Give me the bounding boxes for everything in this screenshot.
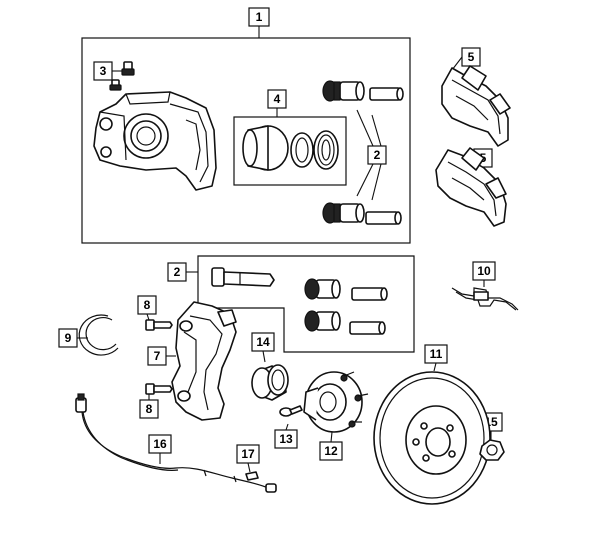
callout-4: 4 <box>267 89 287 109</box>
caliper-bolt-lower <box>145 383 173 395</box>
callout-10: 10 <box>472 261 496 281</box>
brake-pad-lower <box>435 147 507 227</box>
guide-pin-sleeve-upper-2 <box>365 211 402 225</box>
piston-boot <box>313 130 339 170</box>
callout-4-label: 4 <box>274 92 281 106</box>
callout-11-label: 11 <box>430 347 443 361</box>
wheel-stud <box>279 405 303 417</box>
callout-9-label: 9 <box>65 331 72 345</box>
callout-8-upper: 8 <box>137 295 157 315</box>
callout-2-lower: 2 <box>167 262 187 282</box>
caliper-piston <box>242 125 289 171</box>
callout-8-lower-label: 8 <box>146 402 153 416</box>
wheel-hub <box>303 371 369 433</box>
callout-9: 9 <box>58 328 78 348</box>
callout-2-lower-label: 2 <box>174 265 181 279</box>
callout-8-upper-label: 8 <box>144 298 151 312</box>
piston-seal <box>290 132 314 168</box>
callout-3-label: 3 <box>100 64 107 78</box>
piston-seal-frame <box>233 116 347 186</box>
callout-3: 3 <box>93 61 113 81</box>
callout-8-lower: 8 <box>139 399 159 419</box>
bleeder-screw <box>109 61 135 91</box>
guide-pin-sleeve-upper-1 <box>369 87 404 101</box>
callout-7: 7 <box>147 346 167 366</box>
caliper-housing <box>93 91 217 191</box>
callout-1: 1 <box>248 7 270 27</box>
callout-16-label: 16 <box>153 437 167 451</box>
callout-12-label: 12 <box>324 444 338 458</box>
callout-1-label: 1 <box>256 10 263 24</box>
guide-pin-bushing-lower-2 <box>304 310 341 332</box>
callout-14: 14 <box>251 332 275 352</box>
hub-nut <box>479 439 505 461</box>
callout-5-upper-label: 5 <box>468 50 475 64</box>
callout-11: 11 <box>424 344 448 364</box>
caliper-bolt-upper <box>145 319 173 331</box>
caliper-kit-frame <box>81 37 411 244</box>
guide-pin-bushing-lower-1 <box>304 278 341 300</box>
caliper-adapter-bracket <box>171 301 237 421</box>
callout-13-label: 13 <box>279 432 293 446</box>
brake-rotor <box>373 371 491 505</box>
callout-12: 12 <box>319 441 343 461</box>
callout-17: 17 <box>236 444 260 464</box>
guide-pin-sleeve-lower-2 <box>349 321 386 335</box>
anti-rattle-clip <box>451 287 519 311</box>
callout-7-label: 7 <box>154 349 161 363</box>
callout-16: 16 <box>148 434 172 454</box>
guide-pin-bolt <box>211 267 275 287</box>
brake-pad-upper <box>441 65 511 147</box>
guide-pin-sleeve-lower-1 <box>351 287 388 301</box>
callout-17-label: 17 <box>241 447 255 461</box>
retaining-snap-ring <box>78 314 119 356</box>
callout-10-label: 10 <box>477 264 491 278</box>
guide-pin-bushing-upper-2 <box>322 202 365 224</box>
callout-2-upper: 2 <box>367 145 387 165</box>
callout-14-label: 14 <box>256 335 270 349</box>
callout-13: 13 <box>274 429 298 449</box>
wheel-speed-sensor <box>75 393 277 493</box>
sensor-clip <box>245 471 259 481</box>
guide-pin-bushing-upper-1 <box>322 80 365 102</box>
wheel-bearing <box>251 364 289 401</box>
callout-5-upper: 5 <box>461 47 481 67</box>
callout-2-upper-label: 2 <box>374 148 381 162</box>
